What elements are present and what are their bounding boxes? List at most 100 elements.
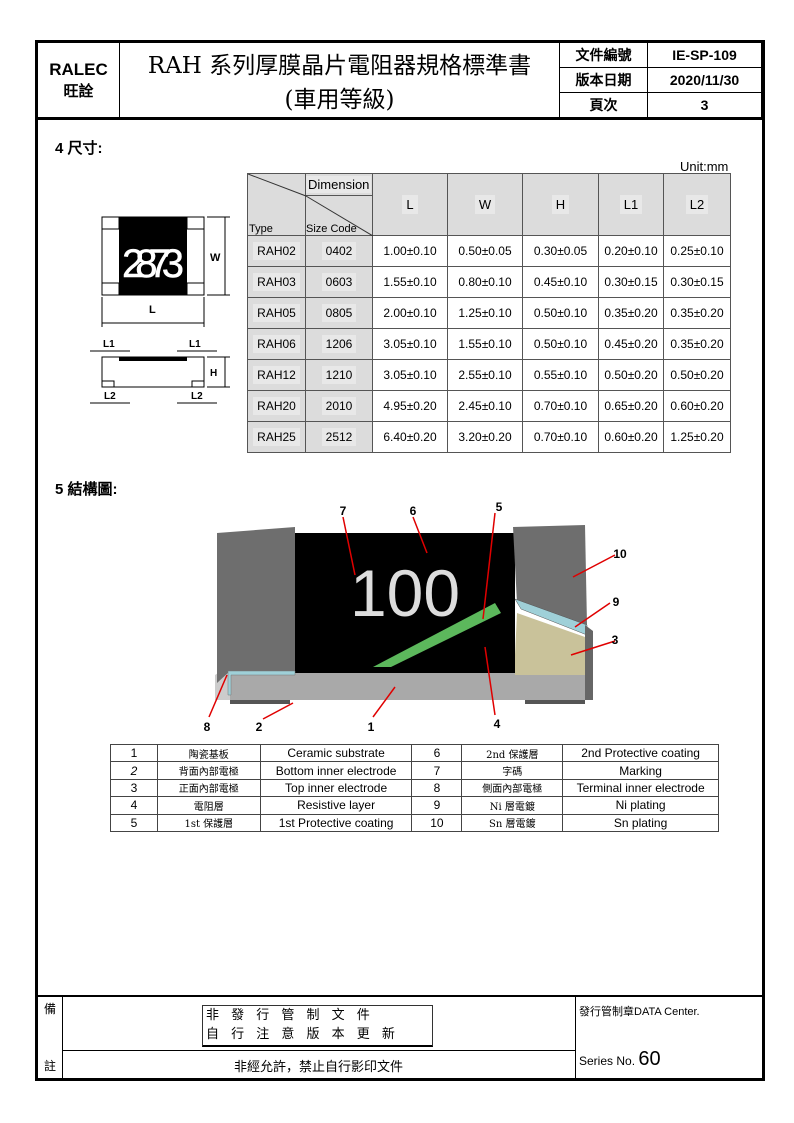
dimension-value: 0.70±0.10 xyxy=(522,390,599,422)
dimension-value: 6.40±0.20 xyxy=(372,421,448,453)
field-label: 頁次 xyxy=(560,93,648,118)
legend-name-en: Ceramic substrate xyxy=(259,743,413,763)
footer-row-line xyxy=(62,1050,575,1051)
legend-number: 8 xyxy=(411,778,463,798)
legend-name-en: Sn plating xyxy=(562,813,719,832)
dimension-value: 1.00±0.10 xyxy=(372,235,448,267)
doc-number: IE-SP-109 xyxy=(648,43,762,68)
type-cell: RAH06 xyxy=(247,328,306,360)
header-divider xyxy=(38,118,762,120)
dimension-value: 2.45±0.10 xyxy=(447,390,523,422)
legend-name-cn: 1st 保護層 xyxy=(156,813,261,832)
type-cell: RAH05 xyxy=(247,297,306,329)
col-header: L xyxy=(372,173,448,236)
callout-1: 1 xyxy=(368,720,375,734)
dimension-label: Dimension xyxy=(306,176,372,193)
remark-label-bottom: 註 xyxy=(44,1059,57,1073)
dimension-value: 0.25±0.10 xyxy=(663,235,731,267)
type-header-cell: Type xyxy=(247,173,373,236)
size-code-cell: 1206 xyxy=(305,328,373,360)
type-cell: RAH02 xyxy=(247,235,306,267)
legend-name-en: Resistive layer xyxy=(259,796,413,815)
legend-name-cn: Ni 層電鍍 xyxy=(461,796,564,815)
dimension-value: 0.50±0.10 xyxy=(522,328,599,360)
type-cell: RAH12 xyxy=(247,359,306,391)
dimension-value: 0.35±0.20 xyxy=(598,297,664,329)
callout-5: 5 xyxy=(496,500,503,514)
dimension-value: 0.65±0.20 xyxy=(598,390,664,422)
stamp-line-2: 自 行 注 意 版 本 更 新 xyxy=(206,1027,396,1042)
dimension-value: 0.60±0.20 xyxy=(598,421,664,453)
dimension-value: 1.55±0.10 xyxy=(372,266,448,298)
legend-name-cn: 陶瓷基板 xyxy=(156,743,261,763)
top-inner-electrode xyxy=(515,613,585,675)
legend-name-cn: 側面內部電極 xyxy=(461,778,564,798)
size-code-cell: 0402 xyxy=(305,235,373,267)
size-code-cell: 2512 xyxy=(305,421,373,453)
dimension-value: 0.80±0.10 xyxy=(447,266,523,298)
dimension-value: 3.05±0.10 xyxy=(372,328,448,360)
dimension-value: 0.50±0.20 xyxy=(598,359,664,391)
dimension-value: 0.45±0.10 xyxy=(522,266,599,298)
section-4-title: 4 尺寸: xyxy=(55,140,103,157)
legend-name-cn: 2nd 保護層 xyxy=(461,743,564,763)
legend-name-en: 2nd Protective coating xyxy=(562,743,719,763)
bottom-electrode-left xyxy=(230,700,290,704)
dimension-value: 0.30±0.15 xyxy=(598,266,664,298)
company-name: RALEC xyxy=(49,59,108,79)
ceramic-substrate xyxy=(222,673,590,700)
legend-name-en: 1st Protective coating xyxy=(259,813,413,832)
legend-number: 9 xyxy=(411,796,463,815)
col-header: H xyxy=(522,173,599,236)
marking-text: 100 xyxy=(350,556,460,630)
dimension-value: 0.35±0.20 xyxy=(663,328,731,360)
dimension-drawing: 2873 W L L1 L1 H L2 L2 xyxy=(90,216,230,404)
stamp-line-1: 非 發 行 管 制 文 件 xyxy=(206,1008,371,1023)
doc-subtitle: (車用等級) xyxy=(284,87,395,113)
callout-9: 9 xyxy=(613,595,620,609)
type-cell: RAH20 xyxy=(247,390,306,422)
legend-name-en: Bottom inner electrode xyxy=(259,761,413,780)
size-code-cell: 1210 xyxy=(305,359,373,391)
size-code-cell: 2010 xyxy=(305,390,373,422)
type-cell: RAH03 xyxy=(247,266,306,298)
legend-number: 1 xyxy=(110,743,158,763)
legend-name-cn: 字碼 xyxy=(461,761,564,780)
field-label: 版本日期 xyxy=(560,68,648,93)
dimension-value: 1.55±0.10 xyxy=(447,328,523,360)
page-frame xyxy=(35,40,765,1081)
callout-7: 7 xyxy=(340,504,347,518)
dimension-label-cell: Dimension xyxy=(305,173,373,196)
dimension-value: 0.35±0.20 xyxy=(663,297,731,329)
dimension-value: 0.30±0.15 xyxy=(663,266,731,298)
l1-left-label: L1 xyxy=(103,339,115,350)
dimension-value: 4.95±0.20 xyxy=(372,390,448,422)
legend-name-en: Marking xyxy=(562,761,719,780)
dimension-value: 0.45±0.20 xyxy=(598,328,664,360)
footer-col-line xyxy=(62,996,63,1078)
sn-plating-left xyxy=(217,527,295,683)
legend-number: 10 xyxy=(411,813,463,832)
l-label: L xyxy=(149,304,156,316)
h-label: H xyxy=(210,368,217,379)
callout-10: 10 xyxy=(613,547,627,561)
dimension-value: 2.00±0.10 xyxy=(372,297,448,329)
unit-label: Unit:mm xyxy=(680,159,729,174)
w-label: W xyxy=(210,252,221,264)
legend-name-cn: 正面內部電極 xyxy=(156,778,261,798)
legend-name-cn: 電阻層 xyxy=(156,796,261,815)
size-code-cell: 0805 xyxy=(305,297,373,329)
footer-col-line xyxy=(575,996,576,1078)
dimension-table: Type Dimension L W H L1 L2 Size Code RAH… xyxy=(247,173,731,453)
first-protective-coating xyxy=(373,603,501,667)
legend-name-en: Terminal inner electrode xyxy=(562,778,719,798)
uncontrolled-stamp: 非 發 行 管 制 文 件 自 行 注 意 版 本 更 新 xyxy=(202,1005,433,1047)
series-number: Series No. 60 xyxy=(579,1048,661,1071)
